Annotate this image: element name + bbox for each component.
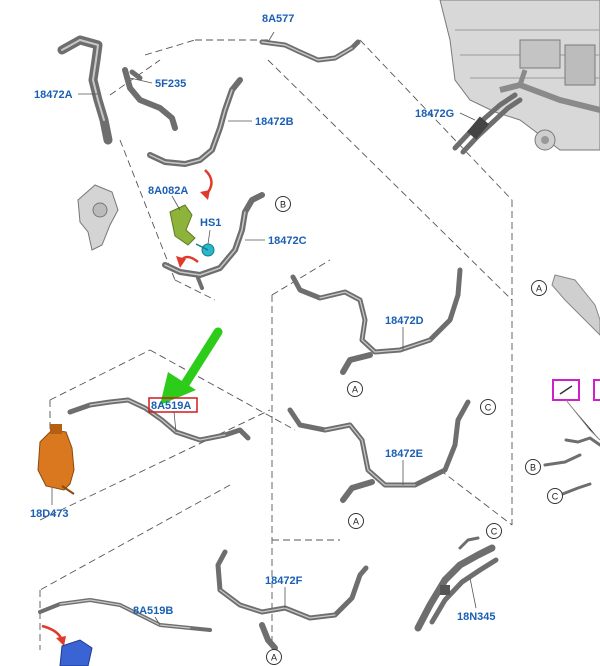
highlight-box-8A519A [148,397,198,413]
rotation-arrows [41,169,213,646]
svg-text:C: C [491,527,498,537]
hose-18472B [147,77,243,167]
label-8A519B: 8A519B [133,605,173,617]
thermostat-housing [77,184,119,251]
hose-8A577 [259,39,361,63]
label-18472D: 18472D [385,315,424,327]
hose-8A519B [38,598,212,632]
marker-c-1: C [480,399,496,415]
svg-text:C: C [552,492,559,502]
label-18472C: 18472C [268,235,307,247]
connector-markers: B A A A C A C B [266,196,563,665]
marker-c-3: C [547,488,563,504]
label-5F235: 5F235 [155,78,186,90]
svg-text:A: A [536,284,542,294]
hose-18N345 [414,536,499,632]
svg-text:A: A [353,517,359,527]
svg-text:B: B [280,200,286,210]
guide-lines [39,39,513,650]
marker-a-2: A [347,381,363,397]
component-blue [59,639,93,666]
marker-a-4: A [266,649,282,665]
label-18472B: 18472B [255,116,294,128]
hose-8A519A [67,397,251,443]
hose-5F235 [122,67,178,131]
hose-18472C [162,192,265,290]
label-8A577: 8A577 [262,13,294,25]
part-labels: 8A577 5F235 18472A 18472B 18472G 8A082A … [30,13,496,623]
leader-lines [51,31,477,626]
svg-text:B: B [530,463,536,473]
label-18D473: 18D473 [30,508,69,520]
label-18472E: 18472E [385,448,423,460]
marker-a-1: A [531,280,547,296]
marker-b-1: B [275,196,291,212]
marker-c-2: C [486,523,502,539]
label-18472F: 18472F [265,575,303,587]
green-pointer-arrow-icon [160,327,223,405]
magenta-detail-callout-icon [552,379,600,441]
clip-HS1 [195,243,215,257]
label-18472G: 18472G [415,108,454,120]
hose-18472D [290,267,463,375]
marker-b-2: B [525,459,541,475]
svg-text:A: A [271,653,277,663]
marker-a-3: A [348,513,364,529]
svg-text:A: A [352,385,358,395]
reservoir-18D473 [37,424,75,495]
hose-18472E [287,399,471,503]
hose-18472F [215,549,369,651]
hose-18472A [57,35,113,145]
svg-text:C: C [485,403,492,413]
label-18472A: 18472A [34,89,73,101]
connector-18472G [452,92,523,155]
label-8A519A: 8A519A [151,400,191,412]
label-HS1: HS1 [200,217,221,229]
label-18N345: 18N345 [457,611,496,623]
tube-right [543,274,600,497]
label-8A082A: 8A082A [148,185,188,197]
bracket-8A082A [169,204,196,246]
hvac-assembly [439,0,600,151]
